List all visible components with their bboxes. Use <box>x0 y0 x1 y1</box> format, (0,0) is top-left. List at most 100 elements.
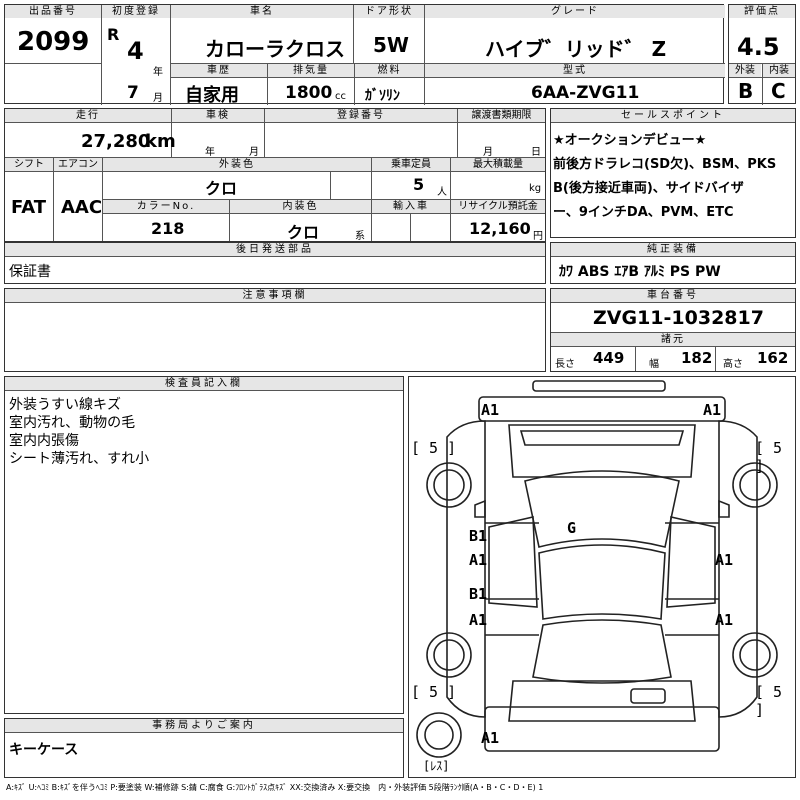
sales-line-3: B(後方接近車両)、サイドバイザ <box>553 181 744 196</box>
chassis-label: 車台番号 <box>551 289 795 303</box>
recycle-value: 12,160 <box>469 219 531 238</box>
notes-section: 注意事項欄 <box>4 288 546 372</box>
transfer-label: 譲渡書類期限 <box>458 109 545 122</box>
office-section: 事務局よりご案内 キーケース <box>4 718 404 778</box>
details-section: 走行 車検 登録番号 譲渡書類期限 27,280 km 年 月 月 日 シフト … <box>4 108 546 242</box>
height-label: 高さ <box>723 359 743 370</box>
intcolor-unit: 系 <box>355 231 365 242</box>
mark-door-fl-1: B1 <box>469 527 488 545</box>
height-value: 162 <box>757 349 789 367</box>
shift-label: シフト <box>5 158 53 171</box>
load-label: 最大積載量 <box>451 158 545 171</box>
cc-value: 1800 <box>285 83 333 103</box>
transfer-month-unit: 月 <box>483 147 493 158</box>
lot-number: 2099 <box>17 27 90 57</box>
door-type: 5W <box>373 33 409 57</box>
mark-door-rl-1: B1 <box>469 585 488 603</box>
color-value: クロ <box>205 179 238 198</box>
insp-year-unit: 年 <box>205 147 215 158</box>
office-label: 事務局よりご案内 <box>5 719 403 733</box>
capacity-unit: 人 <box>437 187 447 198</box>
fuel-value: ｶﾞｿﾘﾝ <box>365 88 400 104</box>
mark-door-fl-2: A1 <box>469 551 488 569</box>
history-value: 自家用 <box>185 85 239 106</box>
fuel-label: 燃料 <box>355 64 424 77</box>
sales-line-4: ー、9インチDA、PVM、ETC <box>553 205 734 220</box>
inspection-label: 車検 <box>172 109 264 122</box>
capacity-label: 乗車定員 <box>372 158 450 171</box>
mark-rear: A1 <box>481 729 500 747</box>
mark-tire-fl: [ 5 ] <box>411 439 457 457</box>
car-name: カローラクロス <box>205 37 345 61</box>
intcolor-value: クロ <box>287 223 320 242</box>
sales-points: セールスポイント ★オークションデビュー★ 前後方ドラレコ(SD欠)、BSM、P… <box>550 108 796 238</box>
chassis-value: ZVG11-1032817 <box>593 307 764 329</box>
intcolor-label: 内装色 <box>230 200 371 213</box>
mileage-unit: km <box>145 131 176 152</box>
ac-value: AAC <box>61 197 103 218</box>
reg-label: 初度登録 <box>102 5 170 18</box>
inspector-line-3: 室内内張傷 <box>9 433 79 449</box>
inspector-line-4: シート薄汚れ、すれ小 <box>9 451 150 467</box>
ac-label: エアコン <box>54 158 102 171</box>
car-diagram: A1 A1 [ 5 ] [ 5 ] G B1 A1 A1 B1 A1 A1 [ … <box>408 376 796 778</box>
length-label: 長さ <box>555 359 575 370</box>
inspector-section: 検査員記入欄 外装うすい線キズ 室内汚れ、動物の毛 室内内張傷 シート薄汚れ、す… <box>4 376 404 714</box>
regno-label: 登録番号 <box>265 109 457 122</box>
grade-label: グレード <box>425 5 725 18</box>
ext-label: 外装 <box>729 64 761 77</box>
lot-label: 出品番号 <box>5 5 101 18</box>
score-value: 4.5 <box>737 33 780 61</box>
later-parts: 後日発送部品 保証書 <box>4 242 546 284</box>
mark-tire-fr: [ 5 ] <box>755 439 783 475</box>
recycle-label: リサイクル預託金 <box>451 200 545 213</box>
int-score: C <box>771 79 786 103</box>
reg-month: 7 <box>127 83 139 103</box>
mark-tire-rr: [ 5 ] <box>755 683 783 719</box>
reg-year: 4 <box>127 37 144 65</box>
sales-line-2: 前後方ドラレコ(SD欠)、BSM、PKS <box>553 157 777 172</box>
mileage-value: 27,280 <box>81 131 151 152</box>
cc-label: 排気量 <box>268 64 354 77</box>
capacity-value: 5 <box>413 175 425 194</box>
reg-year-unit: 年 <box>153 67 163 78</box>
mileage-label: 走行 <box>5 109 171 122</box>
width-label: 幅 <box>649 359 659 370</box>
sales-label: セールスポイント <box>551 109 795 123</box>
colorno-value: 218 <box>151 219 185 238</box>
insp-month-unit: 月 <box>249 147 259 158</box>
mark-door-rl-2: A1 <box>469 611 488 629</box>
width-value: 182 <box>681 349 713 367</box>
import-label: 輸入車 <box>372 200 450 213</box>
car-outline <box>416 380 778 758</box>
notes-label: 注意事項欄 <box>5 289 545 303</box>
colorno-label: カラーNo. <box>103 200 229 213</box>
genuine-value: ｶﾜ ABS ｴｱB ｱﾙﾐ PS PW <box>559 264 721 280</box>
history-label: 車歴 <box>171 64 267 77</box>
reg-month-unit: 月 <box>153 93 163 104</box>
name-label: 車名 <box>171 5 353 18</box>
score-section: 評価点 4.5 外装 内装 B C <box>728 4 796 105</box>
legend-text: A:ｷｽﾞ U:ﾍｺﾐ B:ｷｽﾞを伴うﾍｺﾐ P:要塗装 W:補修跡 S:錆 … <box>6 783 544 792</box>
chassis-section: 車台番号 ZVG11-1032817 諸元 長さ 449 幅 182 高さ 16… <box>550 288 796 372</box>
mark-spare: [ﾚｽ] <box>423 759 450 773</box>
mark-tire-rl: [ 5 ] <box>411 683 457 701</box>
mark-door-fr: A1 <box>715 551 734 569</box>
header-section: 出品番号 2099 初度登録 R 4 年 7 月 車名 カローラクロス ドア形状… <box>4 4 725 106</box>
transfer-day-unit: 日 <box>531 147 541 158</box>
cc-unit: cc <box>335 91 346 102</box>
color-label: 外装色 <box>103 158 371 171</box>
sales-line-1: ★オークションデビュー★ <box>553 133 707 148</box>
door-label: ドア形状 <box>354 5 424 18</box>
model-value: 6AA-ZVG11 <box>531 83 640 103</box>
shift-value: FAT <box>11 197 47 218</box>
inspector-line-2: 室内汚れ、動物の毛 <box>9 415 136 431</box>
load-unit: kg <box>529 183 542 194</box>
office-value: キーケース <box>9 742 79 758</box>
int-label: 内装 <box>763 64 795 77</box>
genuine-equipment: 純正装備 ｶﾜ ABS ｴｱB ｱﾙﾐ PS PW <box>550 242 796 284</box>
inspector-line-1: 外装うすい線キズ <box>9 397 121 413</box>
spec-label: 諸元 <box>551 332 795 347</box>
reg-era: R <box>107 25 120 44</box>
mark-windshield: G <box>567 519 577 537</box>
